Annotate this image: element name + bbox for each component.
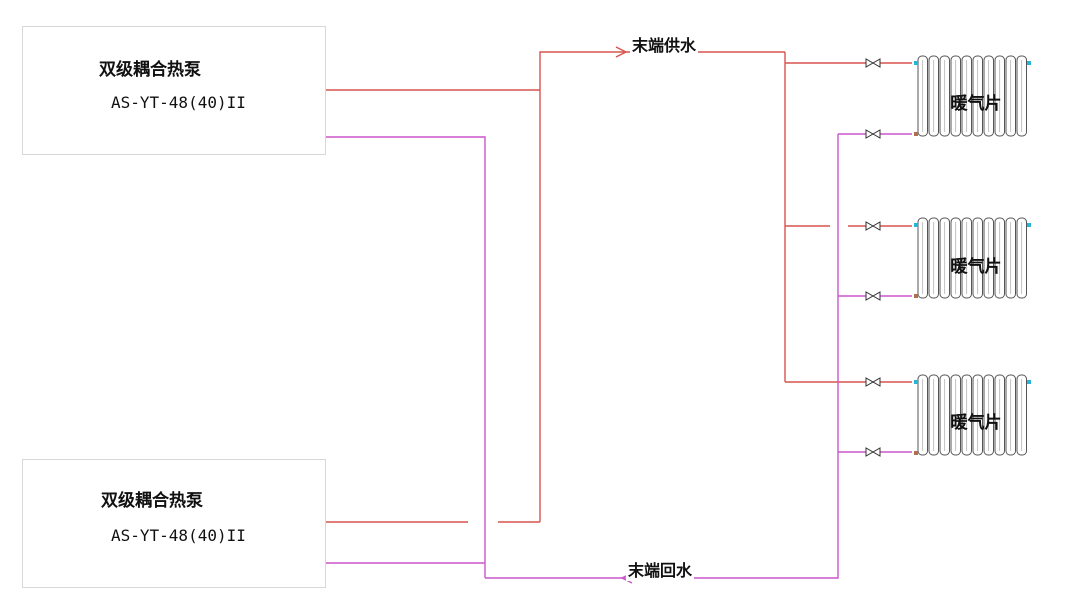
radiator-header-bottom (914, 132, 918, 136)
supply-main-riser (539, 51, 785, 522)
valves (865, 58, 881, 457)
radiator-header-top (914, 223, 918, 227)
heat-pump-model: AS-YT-48(40)II (111, 93, 246, 112)
radiator-3 (914, 374, 1031, 456)
heat-pump-name: 双级耦合热泵 (101, 491, 203, 511)
radiator-label: 暖气片 (951, 256, 1002, 277)
valve-icon (865, 377, 881, 387)
valve-icon (865, 291, 881, 301)
valve-icon (865, 58, 881, 68)
heat-pump-unit-2: 双级耦合热泵 AS-YT-48(40)II (22, 459, 326, 588)
radiator-label: 暖气片 (951, 412, 1002, 433)
radiator-connector-right (1027, 223, 1031, 227)
heat-pump-model: AS-YT-48(40)II (111, 526, 246, 545)
valve-icon (865, 221, 881, 231)
radiator-header-top (914, 61, 918, 65)
radiator-connector-right (1027, 61, 1031, 65)
radiator-label: 暖气片 (951, 93, 1002, 114)
valve-icon (865, 447, 881, 457)
radiator-connector-right (1027, 380, 1031, 384)
radiator-header-top (914, 380, 918, 384)
radiator-header-bottom (914, 294, 918, 298)
radiator-2 (914, 217, 1031, 299)
supply-pipes (326, 51, 912, 523)
radiator-header-bottom (914, 451, 918, 455)
supply-water-label: 末端供水 (630, 32, 699, 56)
heat-pump-name: 双级耦合热泵 (99, 60, 201, 80)
return-pipe-pump1 (326, 136, 486, 578)
return-main (485, 134, 839, 579)
heat-pump-unit-1: 双级耦合热泵 AS-YT-48(40)II (22, 26, 326, 155)
valve-icon (865, 129, 881, 139)
supply-flow-arrow (615, 46, 628, 58)
radiator-1 (914, 55, 1031, 137)
return-pipes (326, 133, 912, 579)
return-water-label: 末端回水 (626, 557, 695, 581)
